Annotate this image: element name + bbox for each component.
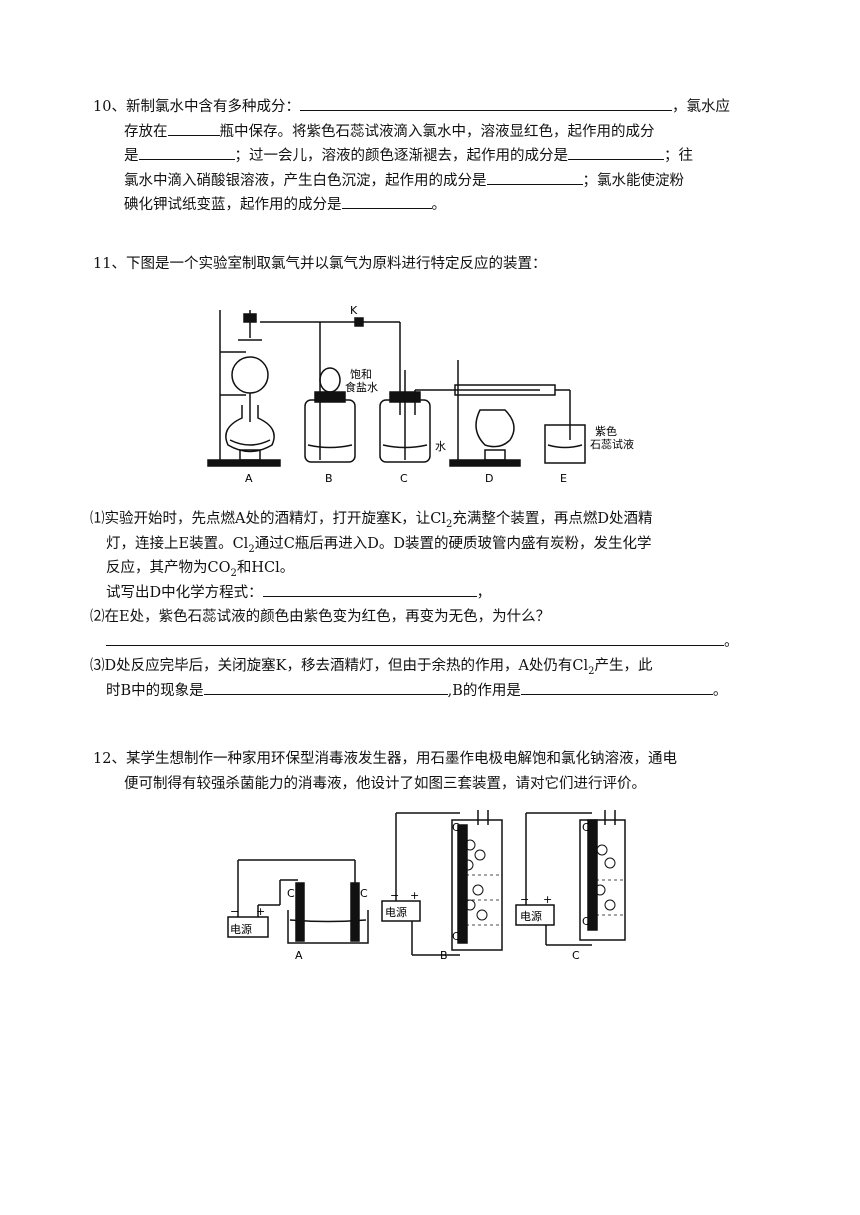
q10-label: 10、 [93,99,126,115]
apparatus-label-d: D [485,472,493,485]
q11-part3-text: 。 [712,682,728,699]
power-source-a [227,916,269,938]
q11-blank-b-function[interactable] [520,680,713,695]
q11-part1-text: 灯，连接上E装置。Cl [106,535,249,552]
minus-sign-b: − [390,889,399,902]
q10-text: ，氯水应 [671,99,730,115]
q10-text: ；往 [664,148,693,164]
q11-part3-text: ⑶D处反应完毕后，关闭旋塞K，移去酒精灯，但由于余热的作用，A处仍有Cl [90,658,589,674]
q11-blank-litmus-reason[interactable] [106,631,724,646]
question-11-parts: ⑴实验开始时，先点燃A处的酒精灯，打开旋塞K，让Cl2充满整个装置，再点燃D处酒… [90,507,780,703]
q10-text: ；过一会儿，溶液的颜色逐渐褪去，起作用的成分是 [234,148,569,164]
q11-part1-text: 通过C瓶后再进入D。D装置的硬质玻管内盛有炭粉，发生化学 [254,535,652,552]
power-label-b: 电源 [385,905,407,919]
q11-intro: 下图是一个实验室制取氯气并以氯气为原料进行特定反应的装置： [125,256,547,272]
q12-label: 12、 [93,751,126,767]
litmus-label-1: 紫色 [595,424,617,438]
q10-blank-iodide[interactable] [341,194,432,209]
apparatus-label-c: C [400,472,408,485]
minus-sign-a: − [230,905,239,918]
electrode-label: C [582,915,590,928]
subscript-2: 2 [446,518,453,530]
setup-label-c: C [572,949,580,962]
brine-label-2: 食盐水 [345,380,378,394]
question-11-intro: 11、下图是一个实验室制取氯气并以氯气为原料进行特定反应的装置： [93,252,773,277]
q12-text: 便可制得有较强杀菌能力的消毒液，他设计了如图三套装置，请对它们进行评价。 [124,775,646,792]
electrode-label: C [287,887,295,900]
electrode-label: C [452,930,460,943]
electrolysis-setups-figure: 电源 电源 电源 − + − + − + C C C C C C A B C [227,810,626,962]
q11-blank-b-phenomenon[interactable] [203,680,448,695]
q11-part3-text: 产生，此 [594,658,653,674]
q10-text: 碘化钾试纸变蓝，起作用的成分是 [124,197,342,213]
q10-blank-red[interactable] [138,145,235,160]
apparatus-label-b: B [325,472,333,485]
q11-part2-text: 。 [724,633,739,650]
q10-text: 氯水中滴入硝酸银溶液，产生白色沉淀，起作用的成分是 [124,172,487,189]
valve-k-label: K [350,304,358,317]
q10-text: 是 [124,148,139,164]
subscript-2: 2 [588,665,595,677]
apparatus-label-e: E [560,472,567,485]
electrode-label: C [582,821,590,834]
q10-blank-bottle[interactable] [167,121,220,136]
q11-part1-text: ⑴实验开始时，先点燃A处的酒精灯，打开旋塞K，让Cl [90,511,447,527]
q11-part1-text: ， [476,584,492,601]
q10-blank-components[interactable] [299,96,672,111]
power-label-a: 电源 [230,922,252,936]
question-10: 10、新制氯水中含有多种成分： ，氯水应 存放在 瓶中保存。将紫色石蕊试液滴入氯水中… [93,95,773,218]
q11-part1-text: 充满整个装置，再点燃D处酒精 [452,511,653,527]
electrode-label: C [360,887,368,900]
q10-text: 存放在 [124,123,168,140]
q11-part2-text: ⑵在E处，紫色石蕊试液的颜色由紫色变为红色，再变为无色，为什么？ [90,609,551,625]
q11-part3-text: 时B中的现象是 [106,682,204,699]
q10-text: 新制氯水中含有多种成分： [125,99,300,115]
q10-blank-bleach[interactable] [568,145,664,160]
question-12: 12、某学生想制作一种家用环保型消毒液发生器，用石墨作电极电解饱和氯化钠溶液，通… [93,747,773,796]
plus-sign-c: + [543,893,552,906]
q10-blank-precipitate[interactable] [486,170,583,185]
apparatus-label-a: A [245,472,253,485]
q11-blank-equation[interactable] [262,582,477,597]
q10-text: 。 [431,197,447,213]
q11-part1-text: 和HCl。 [236,560,295,576]
q11-part1-text: 反应，其产物为CO [106,560,231,576]
subscript-2: 2 [230,567,237,579]
q11-label: 11、 [93,256,126,272]
q11-part3-text: ,B的作用是 [447,682,521,699]
electrode-label: C [452,821,460,834]
power-label-c: 电源 [520,909,542,923]
setup-label-b: B [440,949,448,962]
setup-label-a: A [295,949,303,962]
q12-text: 某学生想制作一种家用环保型消毒液发生器，用石墨作电极电解饱和氯化钠溶液，通电 [125,751,677,767]
q10-text: ；氯水能使淀粉 [582,172,685,189]
q11-part1-text: 试写出D中化学方程式： [106,584,263,601]
litmus-label-2: 石蕊试液 [590,437,634,451]
plus-sign-b: + [410,889,419,902]
plus-sign-a: + [256,905,265,918]
water-label: 水 [435,440,446,453]
brine-label-1: 饱和 [350,367,372,381]
q10-text: 瓶中保存。将紫色石蕊试液滴入氯水中，溶液显红色，起作用的成分 [219,123,655,140]
minus-sign-c: − [520,893,529,906]
subscript-2: 2 [248,543,255,555]
chlorine-apparatus-figure: K 饱和 食盐水 水 紫色 石蕊试液 A B C D E [207,304,634,485]
